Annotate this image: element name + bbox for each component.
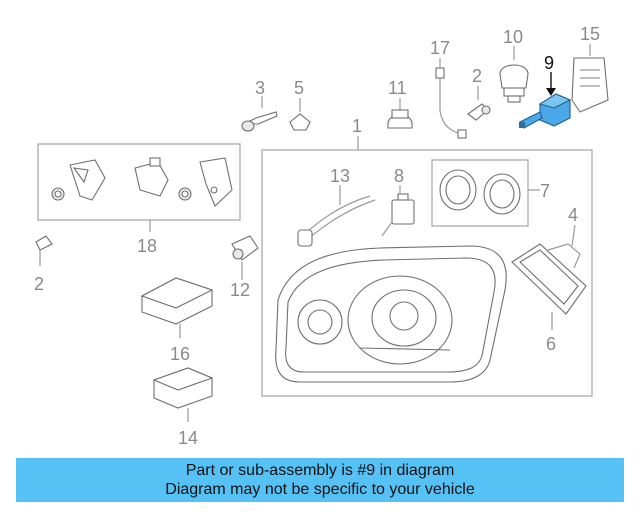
caption-banner: Part or sub-assembly is #9 in diagram Di…: [16, 458, 624, 502]
callout-6: 6: [546, 334, 556, 354]
callout-3: 3: [255, 78, 265, 98]
part-7-rings: [439, 169, 521, 215]
group-box-7: [431, 159, 529, 227]
callout-16: 16: [170, 344, 190, 364]
callout-10: 10: [503, 27, 523, 47]
part-13-wiring: [297, 185, 376, 247]
callout-2-upper: 2: [472, 66, 482, 86]
part-2-screw-upper: [467, 86, 491, 121]
callout-14: 14: [178, 428, 198, 448]
callout-5: 5: [294, 78, 304, 98]
group-box-1: [261, 149, 593, 397]
part-5-nut: [289, 98, 311, 131]
callout-2-left: 2: [34, 274, 44, 294]
part-3-screw: [241, 96, 278, 132]
parts-diagram: 18 1 13 8: [34, 24, 609, 448]
callout-8: 8: [394, 166, 404, 186]
part-14-module: [152, 367, 214, 422]
callout-17: 17: [430, 38, 450, 58]
part-12-bulb: [231, 235, 259, 280]
part-18-brackets: [51, 157, 233, 207]
callout-9: 9: [544, 53, 554, 73]
callout-18: 18: [137, 236, 157, 256]
part-16-module: [140, 277, 214, 338]
part-15-control-unit: [571, 44, 609, 113]
part-17-wire: [435, 58, 467, 139]
callout-7: 7: [540, 181, 550, 201]
headlamp-housing: [275, 245, 507, 383]
callout-1: 1: [352, 116, 362, 136]
part-8-socket: [381, 185, 415, 237]
callout-12: 12: [230, 280, 250, 300]
part-10-bulb: [499, 46, 529, 103]
caption-line-2: Diagram may not be specific to your vehi…: [165, 481, 475, 498]
callout-15: 15: [580, 24, 600, 44]
part-2-screw-left: [35, 235, 53, 266]
part-11-bulb: [387, 98, 413, 129]
group-box-18: [37, 143, 241, 221]
part-9-highlighted: [519, 72, 572, 129]
callout-4: 4: [568, 205, 578, 225]
callout-13: 13: [330, 166, 350, 186]
callout-11: 11: [388, 78, 407, 98]
caption-line-1: Part or sub-assembly is #9 in diagram: [185, 462, 455, 479]
part-4-clip: [547, 224, 581, 269]
part-6-cover: [511, 243, 587, 315]
